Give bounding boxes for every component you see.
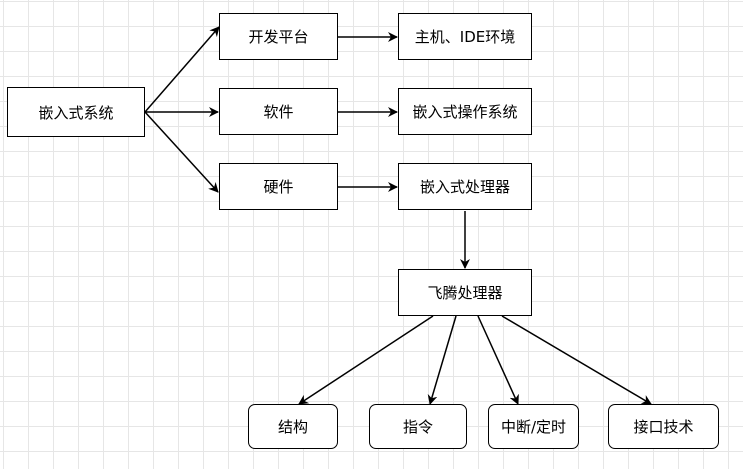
node-dev-platform[interactable]: 开发平台 — [219, 13, 338, 60]
node-software-label: 软件 — [263, 103, 294, 121]
node-host-ide-label: 主机、IDE环境 — [414, 28, 516, 46]
node-phytium-processor-label: 飞腾处理器 — [427, 284, 503, 302]
node-phytium-processor[interactable]: 飞腾处理器 — [398, 269, 532, 316]
node-embedded-os[interactable]: 嵌入式操作系统 — [398, 88, 532, 135]
node-hardware[interactable]: 硬件 — [219, 163, 338, 210]
node-embedded-os-label: 嵌入式操作系统 — [412, 103, 518, 121]
node-host-ide[interactable]: 主机、IDE环境 — [398, 13, 532, 60]
node-interrupt-timer-label: 中断/定时 — [500, 418, 567, 436]
node-interrupt-timer[interactable]: 中断/定时 — [488, 404, 579, 449]
node-interface-tech-label: 接口技术 — [633, 418, 694, 436]
node-embedded-system[interactable]: 嵌入式系统 — [7, 87, 145, 137]
node-embedded-system-label: 嵌入式系统 — [38, 103, 114, 122]
node-structure-label: 结构 — [277, 418, 308, 436]
node-interface-tech[interactable]: 接口技术 — [608, 404, 719, 449]
edge-embedded-system-to-dev-platform — [144, 26, 220, 113]
edge-embedded-system-to-hardware — [144, 111, 219, 193]
node-dev-platform-label: 开发平台 — [248, 28, 309, 46]
node-instruction[interactable]: 指令 — [369, 404, 467, 449]
node-hardware-label: 硬件 — [263, 178, 294, 196]
node-structure[interactable]: 结构 — [248, 404, 338, 449]
node-embedded-processor[interactable]: 嵌入式处理器 — [398, 163, 532, 210]
edge-phytium-to-interface-tech — [501, 315, 652, 405]
edge-phytium-to-structure — [298, 315, 434, 405]
node-instruction-label: 指令 — [402, 418, 433, 436]
edge-phytium-to-instruction — [427, 315, 457, 405]
node-embedded-processor-label: 嵌入式处理器 — [419, 178, 510, 196]
edge-phytium-to-interrupt-timer — [477, 315, 519, 405]
node-software[interactable]: 软件 — [219, 88, 338, 135]
